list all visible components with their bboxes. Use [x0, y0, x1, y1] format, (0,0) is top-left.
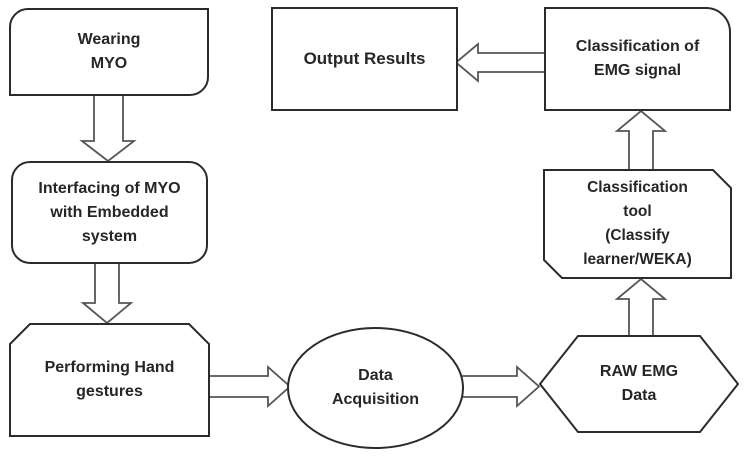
arrow-performing-to-data-acquisition [209, 364, 292, 409]
wearing-myo-shape [9, 8, 209, 96]
arrow-classification-tool-to-classification-emg [614, 109, 668, 171]
data-acquisition-shape [287, 327, 464, 449]
raw-emg-shape [538, 335, 740, 433]
interfacing-shape [11, 161, 208, 264]
arrow-data-acquisition-to-raw-emg [462, 364, 541, 409]
classification-tool-shape [543, 169, 732, 279]
arrow-classification-emg-to-output [454, 42, 546, 83]
arrow-interfacing-to-performing [80, 263, 134, 325]
arrow-wearing-to-interfacing [79, 95, 137, 163]
performing-shape [9, 323, 210, 437]
classification-emg-shape [544, 7, 731, 111]
arrow-raw-emg-to-classification-tool [614, 277, 668, 337]
output-results-shape [271, 7, 458, 111]
